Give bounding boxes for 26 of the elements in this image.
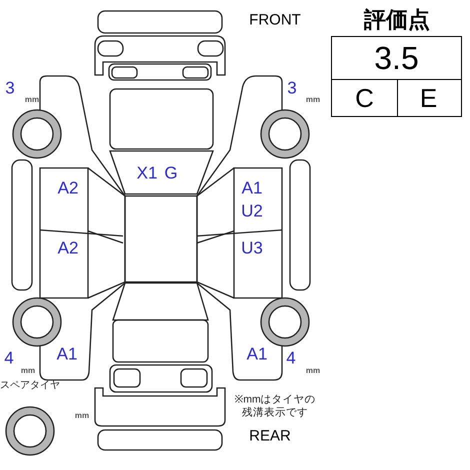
- damage-code: A2: [58, 180, 78, 196]
- unit-label: mm: [74, 412, 90, 420]
- unit-label: mm: [24, 96, 40, 104]
- unit-label: mm: [20, 367, 36, 375]
- damage-code: G: [164, 164, 178, 182]
- damage-code: U3: [241, 240, 263, 256]
- direction-label: REAR: [249, 428, 291, 444]
- score-value: 3.5: [331, 36, 462, 80]
- damage-code: A2: [58, 240, 78, 256]
- direction-label: FRONT: [249, 12, 301, 28]
- tread-depth: 4: [286, 350, 296, 366]
- spare-tire-label: スペアタイヤ: [0, 381, 60, 391]
- tread-depth: 3: [287, 80, 297, 96]
- note-text: ※mmはタイヤの残溝表示です: [234, 393, 316, 419]
- tread-depth: 3: [5, 80, 15, 96]
- tread-depth: 4: [4, 350, 14, 366]
- damage-code: A1: [56, 346, 78, 362]
- damage-code: U2: [241, 202, 263, 220]
- unit-label: mm: [306, 96, 320, 104]
- damage-code: A1: [242, 180, 262, 196]
- score-heading: 評価点: [364, 9, 430, 31]
- grade-letter: E: [396, 79, 462, 117]
- damage-code: X1: [136, 164, 158, 182]
- damage-code: A1: [246, 346, 268, 362]
- grade-letter: C: [331, 79, 398, 117]
- unit-label: mm: [306, 367, 320, 375]
